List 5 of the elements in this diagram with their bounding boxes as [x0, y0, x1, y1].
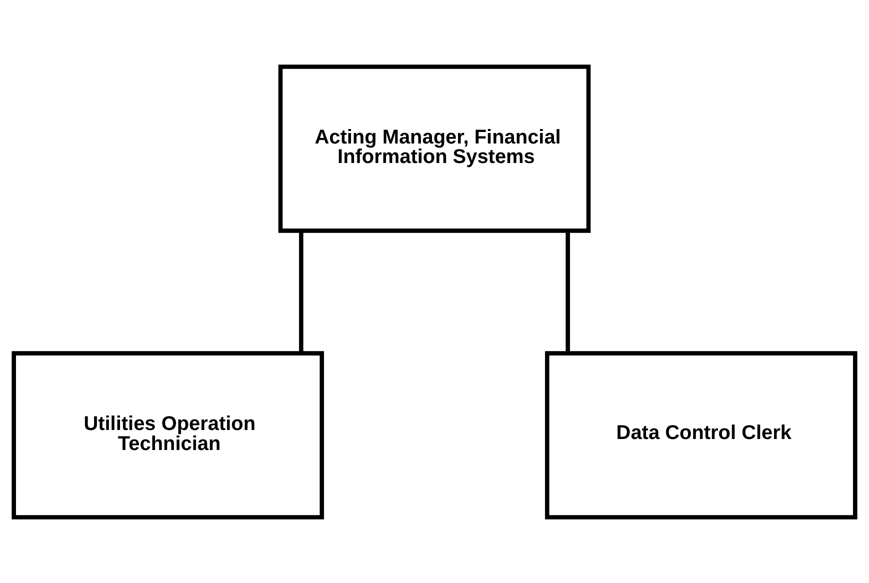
connector [299, 230, 304, 353]
connector [566, 230, 570, 353]
node-box: Data Control Clerk [545, 350, 858, 519]
node-box: Utilities Operation Technician [12, 350, 324, 519]
node-box: Acting Manager, Financial Information Systems [278, 64, 591, 232]
